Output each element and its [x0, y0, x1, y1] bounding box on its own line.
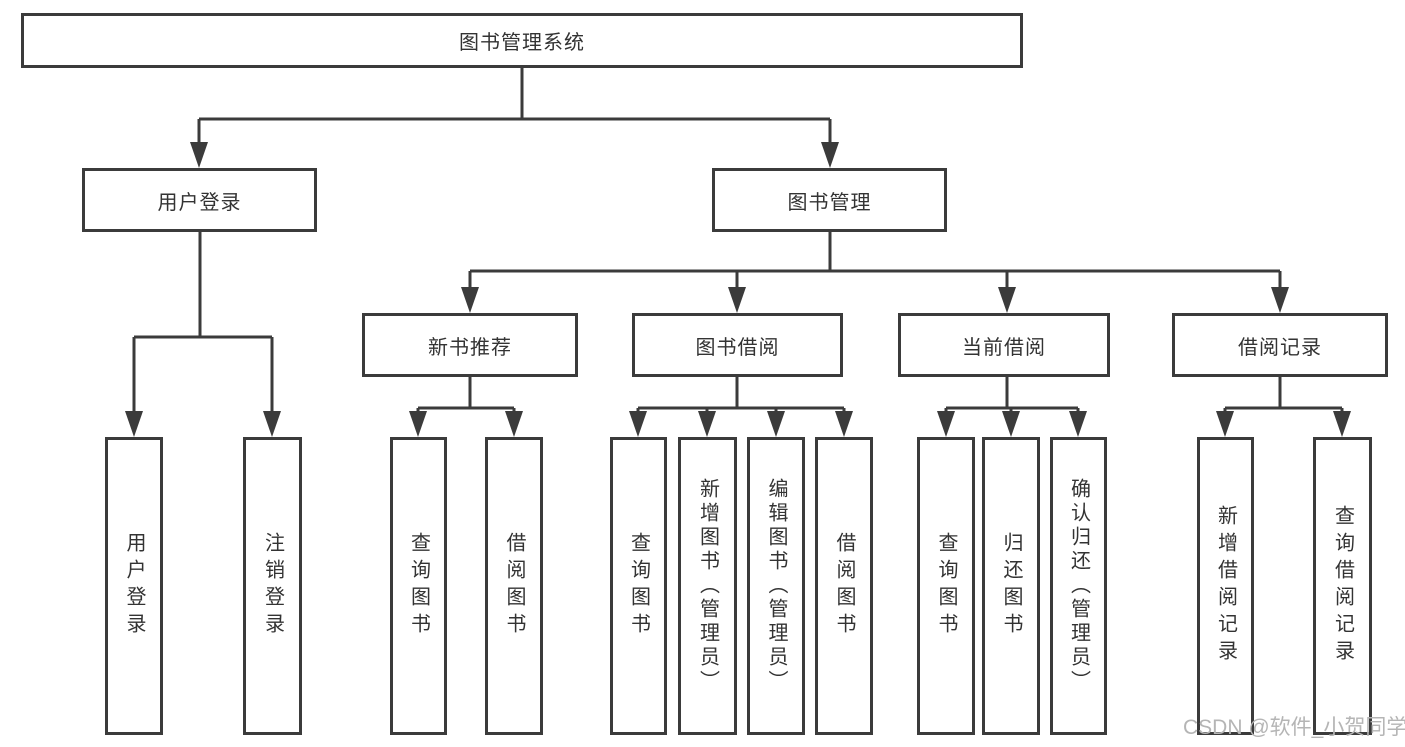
leaf-confirm-return-admin: 确认归还（管理员）: [1050, 437, 1107, 735]
leaf-edit-book-admin: 编辑图书（管理员）: [747, 437, 805, 735]
leaf-borrow-book: 借阅图书: [815, 437, 873, 735]
node-borrow-records: 借阅记录: [1172, 313, 1388, 377]
leaf-label: 查询图书: [935, 532, 957, 640]
leaf-query-borrow-record: 查询借阅记录: [1313, 437, 1372, 735]
node-book-management: 图书管理: [712, 168, 947, 232]
node-new-book-recommend: 新书推荐: [362, 313, 578, 377]
node-current-borrow: 当前借阅: [898, 313, 1110, 377]
node-label: 用户登录: [157, 191, 242, 214]
arrowheads: [125, 142, 1351, 437]
node-label: 借阅记录: [1238, 336, 1322, 359]
leaf-query-book-current: 查询图书: [917, 437, 975, 735]
leaf-logout-login: 注销登录: [243, 437, 302, 735]
leaf-user-login: 用户登录: [105, 437, 163, 735]
node-library-system: 图书管理系统: [21, 13, 1023, 68]
leaf-label: 借阅图书: [503, 532, 525, 640]
leaf-label: 确认归还（管理员）: [1067, 478, 1090, 694]
leaf-borrow-book-recommend: 借阅图书: [485, 437, 543, 735]
node-label: 图书借阅: [695, 336, 780, 359]
leaf-label: 编辑图书（管理员）: [765, 478, 787, 694]
connector-book-borrow-children: [636, 377, 846, 415]
connector-user-login-children: [132, 232, 274, 415]
node-user-login: 用户登录: [82, 168, 317, 232]
leaf-label: 查询图书: [627, 532, 650, 640]
leaf-query-book-borrow: 查询图书: [610, 437, 667, 735]
leaf-add-borrow-record: 新增借阅记录: [1197, 437, 1254, 735]
leaf-label: 借阅图书: [833, 532, 855, 640]
leaf-label: 用户登录: [123, 532, 145, 640]
node-label: 当前借阅: [962, 336, 1046, 359]
leaf-label: 查询图书: [407, 532, 430, 640]
node-label: 图书管理系统: [459, 32, 585, 54]
leaf-label: 新增图书（管理员）: [696, 478, 719, 694]
leaf-label: 新增借阅记录: [1214, 505, 1237, 667]
leaf-add-book-admin: 新增图书（管理员）: [678, 437, 737, 735]
leaf-label: 注销登录: [261, 532, 284, 640]
node-label: 图书管理: [787, 191, 872, 214]
watermark: CSDN @软件_小贺同学: [1183, 716, 1405, 739]
connector-borrow-records-children: [1223, 377, 1344, 415]
leaf-query-book-recommend: 查询图书: [390, 437, 447, 735]
connector-book-management-to-level3: [468, 232, 1282, 291]
leaf-return-book: 归还图书: [982, 437, 1040, 735]
node-label: 新书推荐: [428, 336, 512, 359]
leaf-label: 查询借阅记录: [1331, 505, 1354, 667]
node-book-borrow: 图书借阅: [632, 313, 843, 377]
connector-root-to-level2: [197, 68, 832, 146]
connector-current-borrow-children: [944, 377, 1080, 415]
connector-new-book-children: [416, 377, 516, 415]
leaf-label: 归还图书: [1000, 532, 1022, 640]
